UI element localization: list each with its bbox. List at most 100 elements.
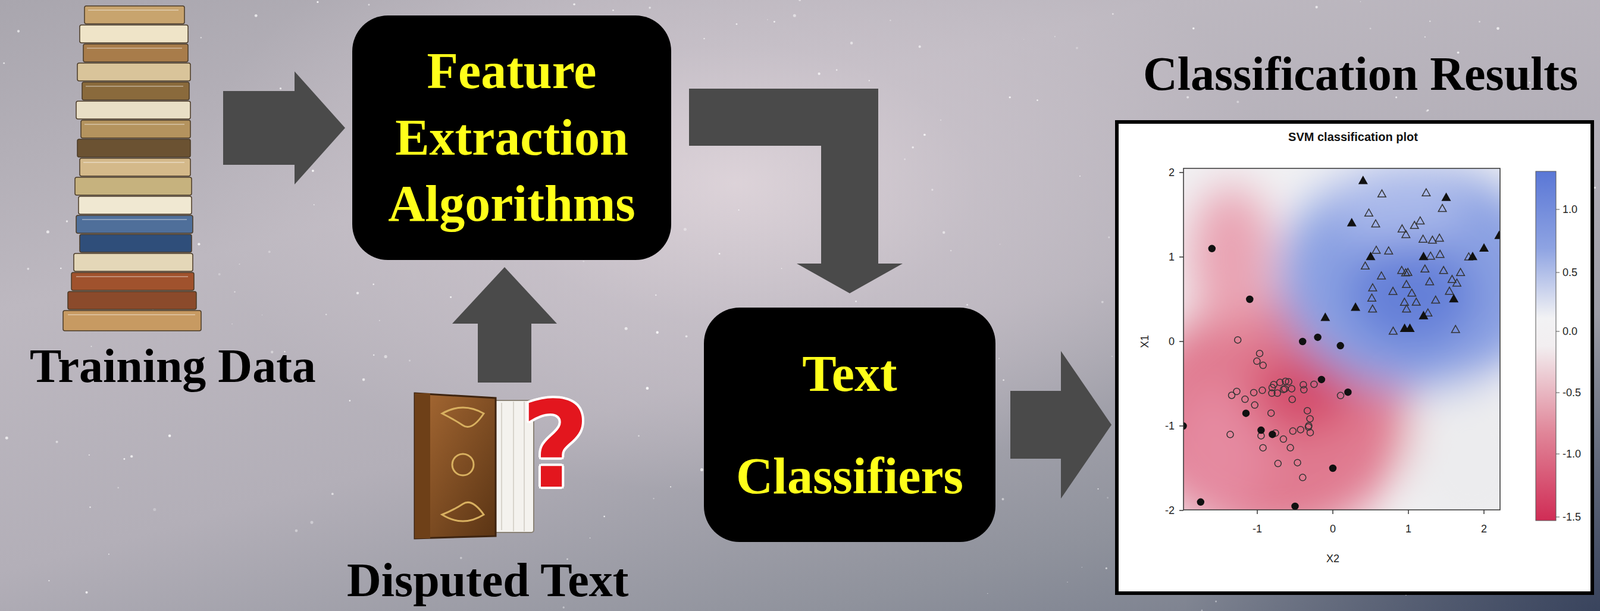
arrow-head bbox=[796, 263, 903, 294]
star bbox=[1075, 47, 1079, 50]
star bbox=[835, 69, 838, 71]
book-stack-icon-part-part bbox=[67, 314, 196, 316]
svm-plot-part bbox=[1183, 168, 1501, 510]
star bbox=[1424, 36, 1426, 38]
star bbox=[781, 267, 783, 269]
star bbox=[773, 20, 776, 23]
data-point bbox=[1337, 392, 1345, 399]
star bbox=[850, 41, 854, 45]
svm-plot-part-part-part bbox=[1346, 241, 1478, 349]
data-point bbox=[1310, 380, 1318, 388]
data-point bbox=[1366, 252, 1376, 261]
star bbox=[218, 273, 221, 276]
text-holder: Training Data bbox=[29, 342, 316, 390]
arrow-shaft bbox=[477, 323, 532, 384]
data-point bbox=[1259, 444, 1267, 452]
svm-plot-part-part bbox=[1179, 256, 1184, 258]
data-point bbox=[1453, 279, 1462, 287]
star bbox=[940, 119, 942, 121]
book-stack-icon-part-part bbox=[67, 291, 197, 310]
disputed-book-icon-part-part bbox=[512, 401, 515, 532]
book-stack-icon-part-part bbox=[86, 47, 183, 49]
star bbox=[279, 87, 282, 90]
svm-plot-part-part bbox=[1332, 509, 1334, 515]
svm-plot-part bbox=[1535, 171, 1556, 521]
book-stack-icon-part bbox=[63, 5, 202, 331]
star bbox=[1315, 5, 1318, 9]
data-point bbox=[1456, 268, 1465, 276]
data-point bbox=[1398, 224, 1407, 233]
star bbox=[60, 267, 62, 270]
star bbox=[362, 378, 366, 382]
data-point bbox=[1439, 266, 1448, 274]
data-point bbox=[1208, 245, 1216, 252]
data-point bbox=[1259, 387, 1266, 394]
data-point bbox=[1377, 271, 1386, 280]
box-label: Feature Extraction Algorithms bbox=[387, 38, 636, 238]
star bbox=[1360, 1, 1362, 3]
star bbox=[88, 454, 90, 456]
data-point bbox=[1276, 379, 1284, 386]
flow-arrow bbox=[223, 71, 346, 185]
book-stack-icon-part-part bbox=[74, 177, 192, 196]
process-box: Feature Extraction Algorithms bbox=[352, 15, 672, 261]
axis-tick: 2 bbox=[1168, 167, 1175, 178]
data-point bbox=[1256, 350, 1264, 358]
star bbox=[646, 386, 650, 390]
star bbox=[89, 506, 92, 509]
book-stack-icon-part-part bbox=[79, 234, 192, 253]
data-point bbox=[1306, 415, 1314, 422]
star bbox=[26, 267, 30, 271]
star bbox=[1036, 99, 1039, 102]
star bbox=[700, 468, 704, 472]
star bbox=[17, 29, 20, 33]
star bbox=[379, 320, 381, 322]
star bbox=[200, 36, 202, 39]
data-point bbox=[1289, 427, 1296, 435]
data-point bbox=[1428, 236, 1437, 244]
data-point bbox=[1445, 287, 1454, 295]
book-stack-icon bbox=[59, 4, 215, 335]
svm-plot-part bbox=[1183, 168, 1501, 510]
svm-plot-part-part bbox=[1256, 509, 1258, 515]
data-point bbox=[1419, 311, 1429, 319]
star bbox=[384, 355, 388, 359]
star bbox=[766, 19, 769, 21]
data-point bbox=[1368, 283, 1377, 291]
star bbox=[603, 515, 606, 518]
book-stack-icon-part-part bbox=[76, 276, 189, 278]
svm-plot-part-part-part bbox=[1406, 382, 1501, 510]
data-point bbox=[1449, 295, 1458, 303]
icon-caption: Training Data bbox=[29, 342, 316, 390]
star bbox=[356, 291, 359, 294]
star bbox=[325, 313, 327, 315]
svm-plot-part-part bbox=[1555, 209, 1560, 211]
star bbox=[685, 334, 688, 338]
data-point bbox=[1426, 252, 1436, 260]
star bbox=[573, 3, 576, 6]
data-point bbox=[1388, 287, 1398, 295]
text-holder: 1.0 bbox=[1562, 204, 1578, 215]
data-point bbox=[1329, 465, 1337, 472]
flow-arrow bbox=[1010, 351, 1112, 499]
star bbox=[1054, 36, 1056, 38]
star bbox=[1429, 20, 1432, 23]
star bbox=[999, 243, 1001, 245]
book-stack-icon-part-part bbox=[83, 161, 185, 164]
star bbox=[1009, 96, 1011, 99]
data-point bbox=[1402, 304, 1411, 312]
svm-plot-part-part-part bbox=[1279, 168, 1501, 391]
star bbox=[648, 6, 651, 9]
data-point bbox=[1273, 389, 1281, 397]
data-point bbox=[1288, 396, 1296, 403]
star bbox=[85, 591, 89, 594]
star bbox=[868, 79, 870, 81]
svm-plot-part-part bbox=[1179, 340, 1184, 343]
book-stack-icon-part-part bbox=[84, 123, 185, 125]
data-point bbox=[1435, 233, 1444, 241]
data-point bbox=[1384, 246, 1393, 255]
star bbox=[1106, 496, 1109, 499]
data-point bbox=[1468, 252, 1477, 261]
